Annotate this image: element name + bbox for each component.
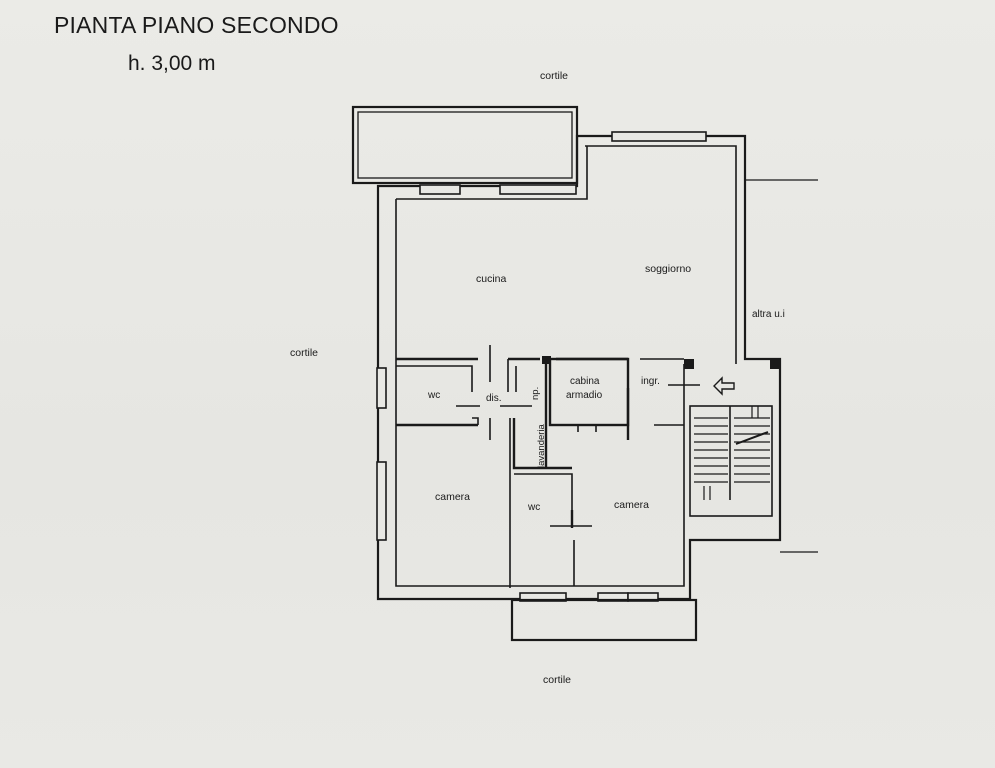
stair-steps [694,406,770,500]
label-cucina: cucina [476,273,507,285]
south-balcony [510,598,698,642]
window-cucina-1 [419,184,461,195]
label-cortile-top: cortile [540,70,568,82]
label-ingr: ingr. [641,376,660,387]
outer-wall [376,134,782,601]
label-wc-2: wc [527,502,540,513]
entrance-arrow-icon [713,376,735,396]
label-np: np. [530,387,541,400]
north-balcony [351,105,579,185]
label-soggiorno: soggiorno [645,263,691,275]
label-armadio: armadio [566,390,603,401]
window-soggiorno [611,131,707,142]
label-camera-1: camera [435,491,470,503]
window-wc [376,367,387,409]
label-wc-1: wc [427,390,440,401]
label-altra-ui: altra u.i [752,309,785,320]
label-lavanderia: lavanderia [536,423,547,468]
label-camera-2: camera [614,499,649,511]
stairwell [689,405,773,517]
window-camera [376,461,387,541]
label-cortile-left: cortile [290,347,318,359]
label-cabina: cabina [570,376,600,387]
plan-title: PIANTA PIANO SECONDO [54,12,339,38]
ceiling-height: h. 3,00 m [128,52,216,75]
window-cucina-2 [499,184,577,195]
label-cortile-bottom: cortile [543,674,571,686]
label-dis: dis. [486,393,502,404]
